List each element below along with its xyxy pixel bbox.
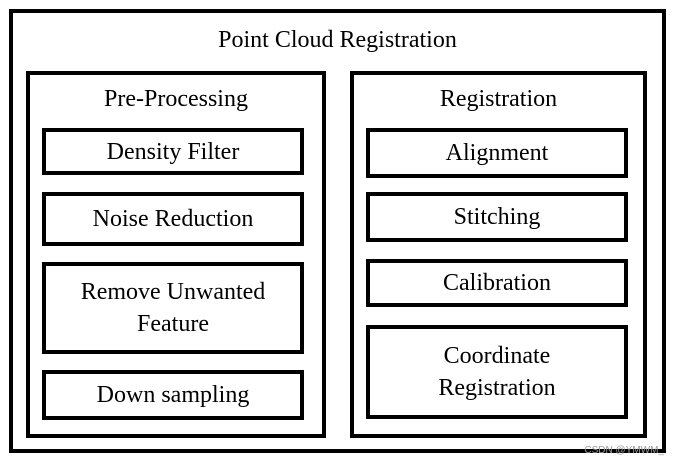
- calibration-box: Calibration: [366, 259, 628, 307]
- noise-reduction-box: Noise Reduction: [42, 192, 304, 246]
- diagram-title: Point Cloud Registration: [218, 27, 457, 53]
- watermark: CSDN @YMWM_: [584, 445, 664, 456]
- remove-unwanted-feature-box: Remove Unwanted Feature: [42, 262, 304, 354]
- density-filter-box: Density Filter: [42, 128, 304, 175]
- down-sampling-label: Down sampling: [96, 382, 250, 408]
- noise-reduction-label: Noise Reduction: [92, 206, 254, 232]
- remove-unwanted-feature-label: Remove Unwanted Feature: [80, 279, 266, 337]
- calibration-label: Calibration: [443, 270, 551, 296]
- pre-processing-label: Pre-Processing: [104, 86, 248, 112]
- down-sampling-box: Down sampling: [42, 370, 304, 420]
- coordinate-registration-label: Coordinate Registration: [438, 343, 556, 401]
- coordinate-registration-box: Coordinate Registration: [366, 325, 628, 419]
- stitching-label: Stitching: [453, 204, 541, 230]
- alignment-label: Alignment: [445, 140, 549, 166]
- stitching-box: Stitching: [366, 192, 628, 242]
- alignment-box: Alignment: [366, 128, 628, 178]
- registration-label: Registration: [439, 86, 558, 112]
- density-filter-label: Density Filter: [106, 138, 240, 165]
